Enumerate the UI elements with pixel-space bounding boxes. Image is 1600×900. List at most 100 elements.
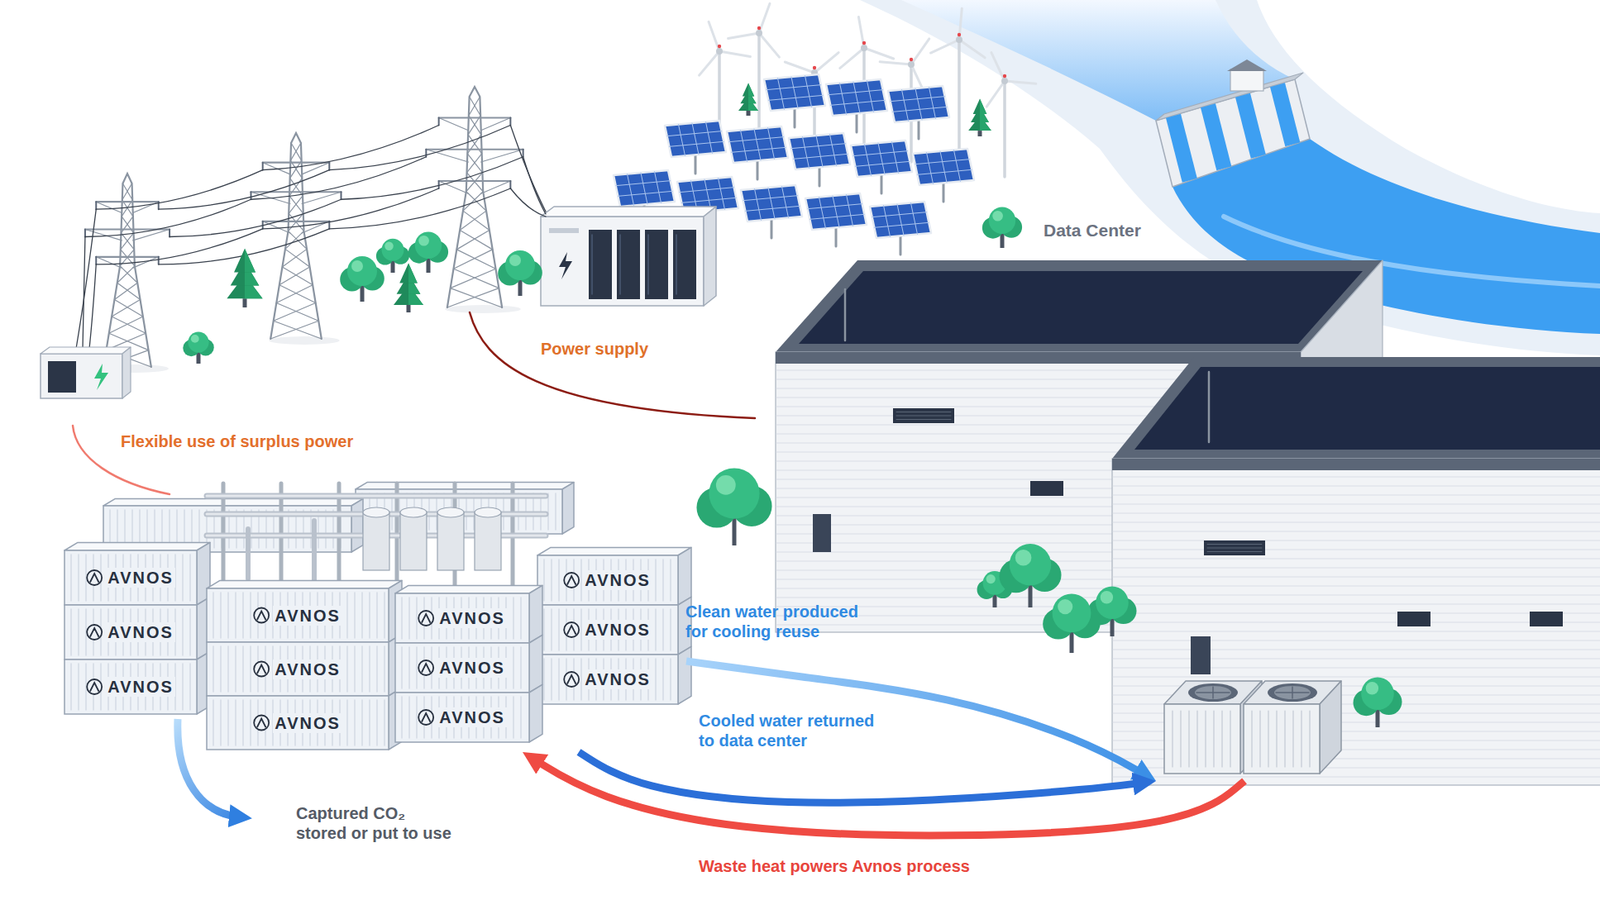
panel-grid <box>819 197 827 230</box>
insulator <box>95 257 97 265</box>
container-rib <box>401 647 403 689</box>
pylon-shadow <box>444 305 521 314</box>
panel-grid <box>846 195 854 227</box>
panel-grid <box>729 137 784 143</box>
turbine-light <box>862 41 866 45</box>
panel-post <box>770 219 774 239</box>
pylon-brace <box>109 316 144 334</box>
container-face <box>395 643 530 693</box>
panel-face <box>826 79 888 116</box>
container-rib <box>558 609 560 651</box>
solar-panel <box>764 74 826 128</box>
container-top <box>206 580 402 589</box>
tank-top <box>362 507 390 518</box>
container-rib <box>181 663 184 711</box>
pylon-brace <box>281 267 313 286</box>
turbine-hub <box>1001 77 1008 85</box>
pylon-arm <box>95 256 158 258</box>
container-stack <box>537 547 692 705</box>
cooling-unit <box>1243 681 1342 774</box>
panel-grid <box>816 135 823 168</box>
power-wire <box>158 170 330 211</box>
tank <box>437 512 464 571</box>
small-battery <box>40 347 131 399</box>
panel-grid <box>917 169 972 175</box>
logo-mark <box>90 573 99 583</box>
container-face <box>206 696 389 750</box>
panel-grid <box>926 152 934 185</box>
battery-panel-line <box>675 234 678 295</box>
unit-side <box>1319 681 1342 774</box>
pylon-shadow <box>268 336 340 345</box>
panel-grid <box>809 214 865 220</box>
panel-grid <box>892 142 899 174</box>
panel-post <box>793 108 797 128</box>
siding-line <box>1112 530 1600 532</box>
container-rib <box>520 697 522 739</box>
power-wire <box>89 264 96 349</box>
wind-turbine <box>728 3 780 141</box>
insulator <box>438 118 440 126</box>
turbine-blade <box>959 39 985 58</box>
container-rib <box>242 646 244 693</box>
fan <box>1188 683 1238 703</box>
pylon-brace <box>111 300 140 317</box>
battery-top <box>540 206 717 217</box>
logo-mark <box>90 628 99 637</box>
battery-vent <box>549 228 579 234</box>
tree-highlight <box>384 242 394 252</box>
panel-grid <box>940 151 947 183</box>
logo-mark <box>257 719 266 728</box>
panel-grid <box>640 172 648 205</box>
pylon-brace <box>459 210 487 230</box>
edge-label: Cooled water returned to data center <box>698 711 884 751</box>
container-rib <box>77 554 80 602</box>
panel-grid <box>706 122 713 154</box>
pylon-arm-brace <box>481 149 524 163</box>
container-rib <box>558 559 560 602</box>
container-rib <box>383 646 386 693</box>
co2-arrow <box>177 719 239 818</box>
round-tree <box>376 238 410 273</box>
container-face <box>64 659 197 715</box>
container-side <box>529 684 543 743</box>
container-rib <box>219 592 222 639</box>
pylon-arm-brace <box>439 118 469 131</box>
fan-spoke <box>1212 687 1214 699</box>
tree-crown <box>234 248 256 273</box>
container-rib <box>408 697 411 739</box>
container-rib <box>550 659 553 701</box>
turbine-tower <box>1002 81 1007 177</box>
pylon-brace <box>459 230 493 250</box>
tank <box>474 512 502 571</box>
container-rib <box>512 597 515 640</box>
panel-post <box>942 182 946 202</box>
wind-turbine <box>986 52 1037 177</box>
unit-grille <box>1275 711 1277 768</box>
solar-panel <box>826 79 888 133</box>
panel-post <box>855 113 859 133</box>
panel-grid <box>679 187 735 193</box>
turbine-blade <box>759 33 779 58</box>
siding-line <box>1112 576 1600 578</box>
panel-grid <box>883 205 891 238</box>
panel-grid <box>878 143 885 175</box>
logo-ring <box>86 679 102 695</box>
container-rib <box>662 609 664 651</box>
container-label: AVNOS <box>105 677 176 698</box>
siding-line <box>1112 776 1600 778</box>
container-rib <box>401 597 403 640</box>
insulator <box>262 162 264 171</box>
panel-grid <box>929 87 937 120</box>
container-rib <box>580 609 583 651</box>
round-tree <box>998 544 1061 608</box>
panel-grid <box>782 186 789 219</box>
flow-label: Power supply <box>540 339 649 359</box>
pylon-brace <box>463 191 483 211</box>
plant-group: AVNOSAVNOSAVNOSAVNOSAVNOSAVNOSAVNOSAVNOS… <box>57 475 687 753</box>
siding-line <box>1112 503 1600 505</box>
insulator <box>509 181 512 189</box>
roof-rim <box>1112 357 1600 459</box>
container-rib <box>512 697 515 739</box>
insulator <box>328 162 330 171</box>
